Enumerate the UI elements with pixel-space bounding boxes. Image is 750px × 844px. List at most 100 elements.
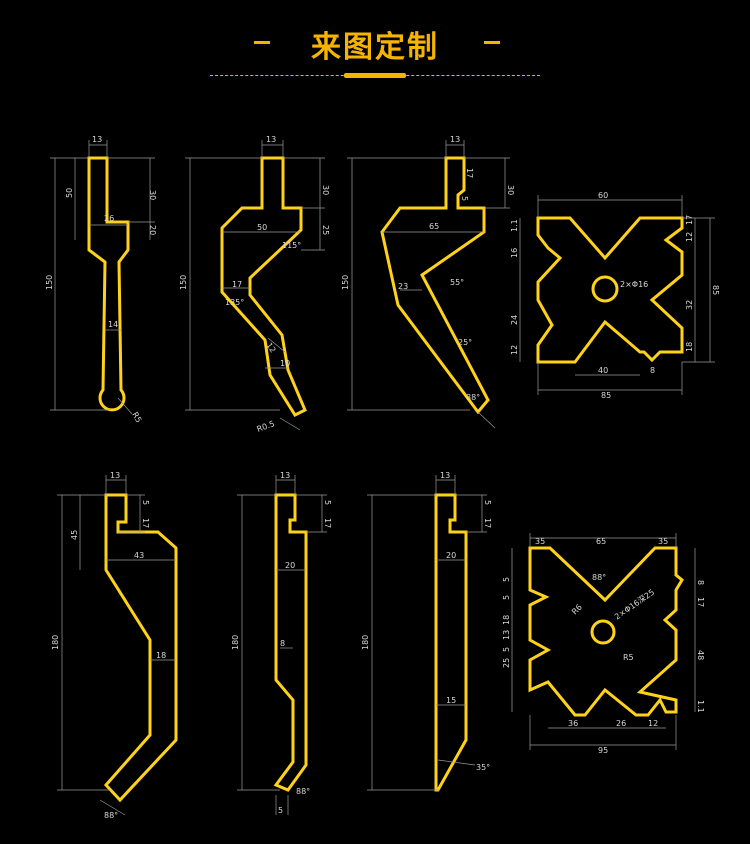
dim-label: 5 xyxy=(483,500,492,505)
dim-label: 13 xyxy=(502,630,511,640)
dim-label: R0.5 xyxy=(256,419,276,434)
tool-8-four-way-die: 35 65 35 5 88° 8 5 18 R6 2×Φ16深25 17 13 … xyxy=(502,533,705,755)
dim-label: 40 xyxy=(598,366,608,375)
dim-label: R6 xyxy=(570,603,584,617)
dim-label: 17 xyxy=(141,518,150,528)
dim-label: 95 xyxy=(598,746,608,755)
tool-1-straight-punch: 13 50 30 26 20 150 14 R5 xyxy=(45,135,157,424)
dim-label: 13 xyxy=(92,135,102,144)
dim-label: 17 xyxy=(685,215,694,225)
dim-label: 150 xyxy=(45,275,54,290)
dim-label: 17 xyxy=(696,597,705,607)
dim-label: 32 xyxy=(685,300,694,310)
press-brake-tooling-drawings: 13 50 30 26 20 150 14 R5 13 30 50 25 115… xyxy=(45,135,720,820)
title-dash-right xyxy=(484,41,500,44)
tool-4-outline xyxy=(536,216,684,364)
dim-label: 17 xyxy=(465,168,474,178)
dim-label: 17 xyxy=(323,518,332,528)
dim-label: 20 xyxy=(285,561,295,570)
dim-label: 16 xyxy=(510,248,519,258)
tool-6-slim-punch: 13 5 17 20 180 8 88° 5 xyxy=(231,471,332,815)
dim-label: 14 xyxy=(108,320,118,329)
dim-label: 1.1 xyxy=(510,219,519,232)
dim-label: 20 xyxy=(148,225,157,235)
dim-label: 5 xyxy=(502,595,511,600)
dim-label: 17 xyxy=(232,280,242,289)
dim-label: 1.1 xyxy=(696,700,705,713)
dim-label: 23 xyxy=(398,282,408,291)
dim-label: 13 xyxy=(450,135,460,144)
dim-label: 24 xyxy=(510,315,519,325)
dim-label: 15 xyxy=(446,696,456,705)
dim-label: 8 xyxy=(280,639,285,648)
dim-label: 20 xyxy=(446,551,456,560)
title-divider-accent xyxy=(344,73,406,78)
dim-label: 18 xyxy=(156,651,166,660)
tool-4-four-way-die: 60 1.1 16 2×Φ16 24 12 12 17 85 32 18 40 … xyxy=(510,191,720,400)
dim-label: 135° xyxy=(225,298,244,307)
dim-label: 26 xyxy=(616,719,626,728)
dim-label: 88° xyxy=(104,811,118,820)
dim-label: 10 xyxy=(280,359,290,368)
dim-label: 85 xyxy=(601,391,611,400)
dim-label: 5 xyxy=(460,196,469,201)
dim-label: 85 xyxy=(711,285,720,295)
dim-label: 115° xyxy=(282,241,301,250)
dim-label: 13 xyxy=(266,135,276,144)
dim-label: 180 xyxy=(51,635,60,650)
tool-8-outline xyxy=(528,546,684,717)
dim-label: 25 xyxy=(321,225,330,235)
dim-label: 150 xyxy=(179,275,188,290)
tool-5-offset-punch: 13 5 17 45 43 180 18 88° xyxy=(51,471,178,820)
dim-label: 25° xyxy=(458,338,472,347)
dim-label: 88° xyxy=(466,393,480,402)
dim-label: 35° xyxy=(476,763,490,772)
dim-label: 180 xyxy=(361,635,370,650)
dim-label: 26 xyxy=(104,214,114,223)
tool-6-outline xyxy=(273,493,308,792)
dim-label: 13 xyxy=(440,471,450,480)
dim-label: 5 xyxy=(278,806,283,815)
dim-label: 17 xyxy=(483,518,492,528)
dim-label: 45 xyxy=(70,530,79,540)
dim-label: 60 xyxy=(598,191,608,200)
header: 来图定制 xyxy=(0,0,750,90)
dim-label: 5 xyxy=(502,577,511,582)
dim-label: 13 xyxy=(280,471,290,480)
tool-5-outline xyxy=(103,493,178,803)
dim-label: 48 xyxy=(696,650,705,660)
dim-label: 30 xyxy=(506,185,515,195)
dim-label: 8 xyxy=(696,580,705,585)
dim-label: 88° xyxy=(592,573,606,582)
dim-label: 30 xyxy=(321,185,330,195)
dim-label: 150 xyxy=(341,275,350,290)
dim-label: 13 xyxy=(110,471,120,480)
dim-label: R5 xyxy=(623,653,634,662)
dim-label: R5 xyxy=(130,411,143,425)
tool-7-outline xyxy=(434,493,468,792)
tool-3-sword-punch: 13 17 5 30 65 150 23 55° 25° 88° xyxy=(341,135,515,429)
tool-2-gooseneck-punch: 13 30 50 25 115° 150 17 135° 12 10 R0.5 xyxy=(179,135,330,434)
dim-label: 18 xyxy=(685,342,694,352)
dim-label: 35 xyxy=(658,537,668,546)
dim-label: 50 xyxy=(65,188,74,198)
dim-label: 5 xyxy=(141,500,150,505)
dim-label: 8 xyxy=(650,366,655,375)
dim-label: 65 xyxy=(429,222,439,231)
tool-8-bore-hole xyxy=(590,619,616,645)
dim-label: 2×Φ16 xyxy=(620,280,648,289)
tool-2-outline xyxy=(220,156,307,417)
dim-label: 35 xyxy=(535,537,545,546)
dim-label: 12 xyxy=(685,232,694,242)
dim-label: 5 xyxy=(323,500,332,505)
dim-label: 5 xyxy=(502,647,511,652)
dim-label: 30 xyxy=(148,190,157,200)
page-title: 来图定制 xyxy=(311,30,439,65)
dim-label: 65 xyxy=(596,537,606,546)
tool-1-outline xyxy=(87,156,130,412)
dim-label: 12 xyxy=(510,345,519,355)
dim-label: 2×Φ16深25 xyxy=(613,588,656,622)
dim-label: 43 xyxy=(134,551,144,560)
dim-label: 12 xyxy=(648,719,658,728)
dim-label: 55° xyxy=(450,278,464,287)
